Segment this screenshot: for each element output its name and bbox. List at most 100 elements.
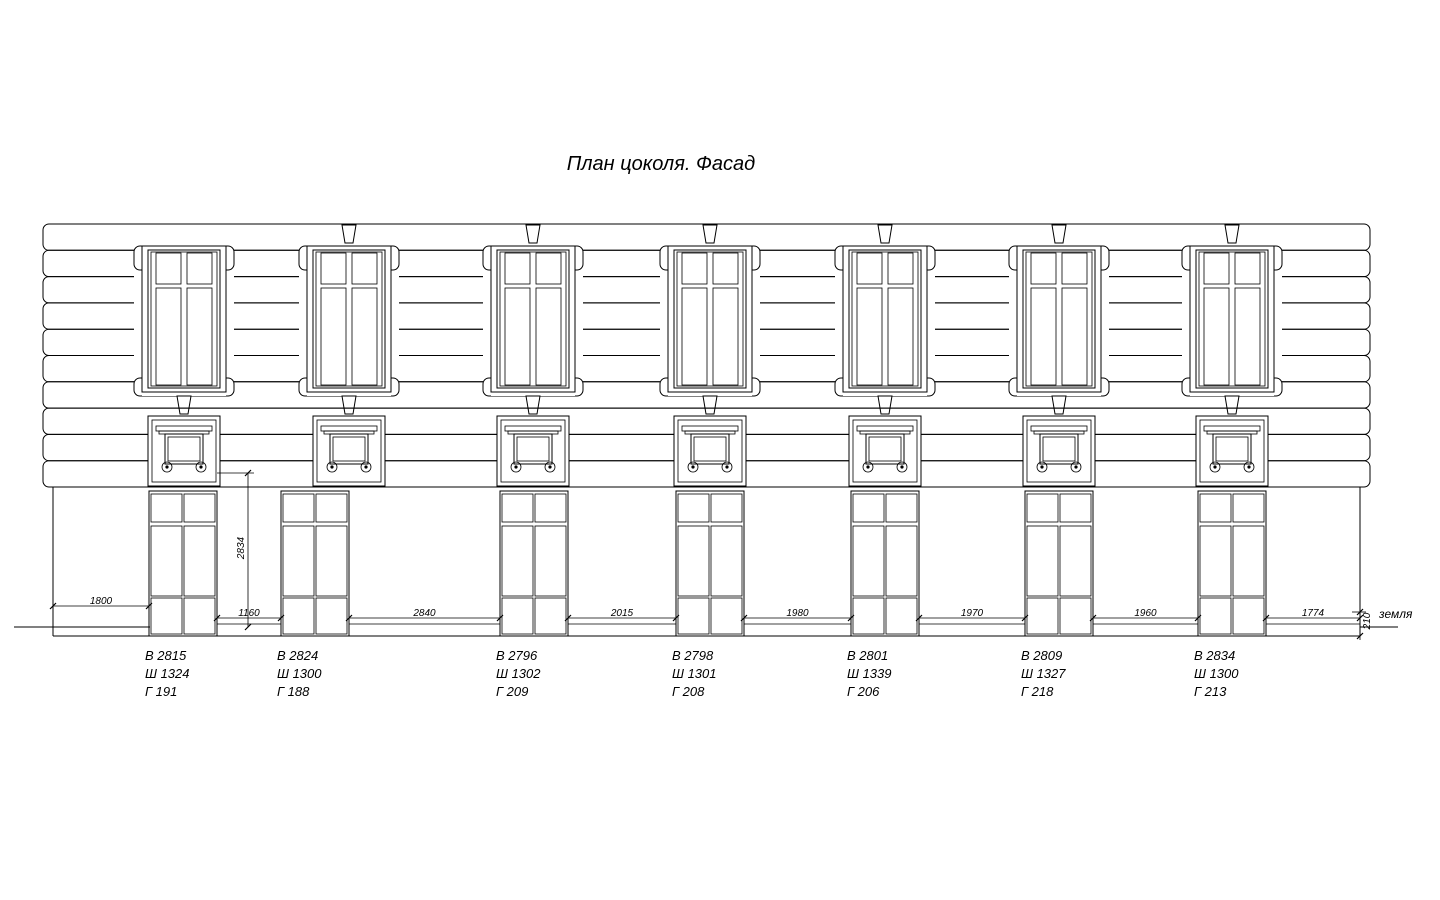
door-panel [852,525,885,597]
window-pane [351,287,378,386]
window-pane [681,252,708,285]
vent-frame [1195,415,1269,487]
dimension-tick [672,614,680,622]
window-pane [887,252,914,285]
dimension-tick [847,614,855,622]
vent-rosette-dot [900,465,904,469]
window-pane [504,287,531,386]
casing-fill [1190,246,1274,396]
window-pane [856,252,883,285]
dimension-tick [915,614,923,622]
door-panel [150,597,183,635]
door-panel [1026,525,1059,597]
keystone [877,224,893,244]
vent-rosette [510,461,522,473]
vent-opening [329,433,369,465]
keystone [877,395,893,415]
vent-rosette-dot [199,465,203,469]
dimension-tick [1089,614,1097,622]
door-panel [315,493,348,523]
casing-fill [142,246,226,396]
dimension-tick [277,614,285,622]
vent-rosette-dot [1074,465,1078,469]
window-sash [676,251,744,387]
gap-dimension-label: 1970 [961,608,984,619]
door-frame [850,490,920,637]
keystone [176,395,192,415]
vent-opening [1039,433,1079,465]
gap-dimension-label: 2015 [610,608,634,619]
door-frame [148,490,218,637]
door-panel [710,493,743,523]
door-panel [150,525,183,597]
window-sash [1198,251,1266,387]
door-panel [1199,597,1232,635]
window-casing [490,245,576,393]
vent-rosette [161,461,173,473]
ground-label: земля [1378,607,1413,621]
keystone [525,224,541,244]
vent-backing [1196,416,1268,486]
window-casing-inner [848,249,922,389]
vent-rosette [360,461,372,473]
vent-frame [1022,415,1096,487]
plinth-dimension-label: 210 [1362,612,1373,630]
window-casing-inner [1022,249,1096,389]
vent-frame [496,415,570,487]
dimension-tick [345,614,353,622]
door-width-label: Ш 1300 [1194,666,1239,681]
vent-frame [848,415,922,487]
door-panel [677,493,710,523]
window-pane [1234,252,1261,285]
vent-rosette [1070,461,1082,473]
vent-opening-inner [516,436,550,462]
window-casing [842,245,928,393]
casing-fill [668,246,752,396]
door-height-label: В 2796 [496,648,538,663]
door-panel [1059,597,1092,635]
vent-frame-inner [677,419,743,483]
casing-fill [307,246,391,396]
window-casing [306,245,392,393]
vent-rosette-dot [1247,465,1251,469]
door-panel [501,493,534,523]
window-sash [1025,251,1093,387]
dimension-tick [213,614,221,622]
keystone [341,395,357,415]
door-depth-label: Г 208 [672,684,705,699]
keystone [1224,395,1240,415]
keystone [525,395,541,415]
window-pane [856,287,883,386]
door-height-label: В 2809 [1021,648,1062,663]
dimension-tick [564,614,572,622]
vent-rosette-dot [1040,465,1044,469]
vent-rosette [687,461,699,473]
door-panel [1232,525,1265,597]
vent-rosette [1243,461,1255,473]
window-casing-inner [673,249,747,389]
dimension-tick [244,469,252,477]
vent-frame-inner [316,419,382,483]
gap-dimension-label: 1800 [90,596,113,607]
door-panel [885,493,918,523]
height-dimension-label: 2834 [236,536,247,560]
door-depth-label: Г 206 [847,684,880,699]
vent-frame-inner [852,419,918,483]
vent-rosette [326,461,338,473]
door-panel [534,493,567,523]
window-casing [1189,245,1275,393]
vent-opening [865,433,905,465]
vent-backing [849,416,921,486]
door-panel [282,525,315,597]
vent-rosette-dot [514,465,518,469]
vent-opening-inner [868,436,902,462]
keystone [702,224,718,244]
window-pane [320,252,347,285]
window-pane [351,252,378,285]
window-casing-inner [1195,249,1269,389]
drawing-title: План цоколя. Фасад [567,153,755,175]
door-depth-label: Г 209 [496,684,528,699]
door-height-label: В 2815 [145,648,187,663]
window-pane [186,287,213,386]
